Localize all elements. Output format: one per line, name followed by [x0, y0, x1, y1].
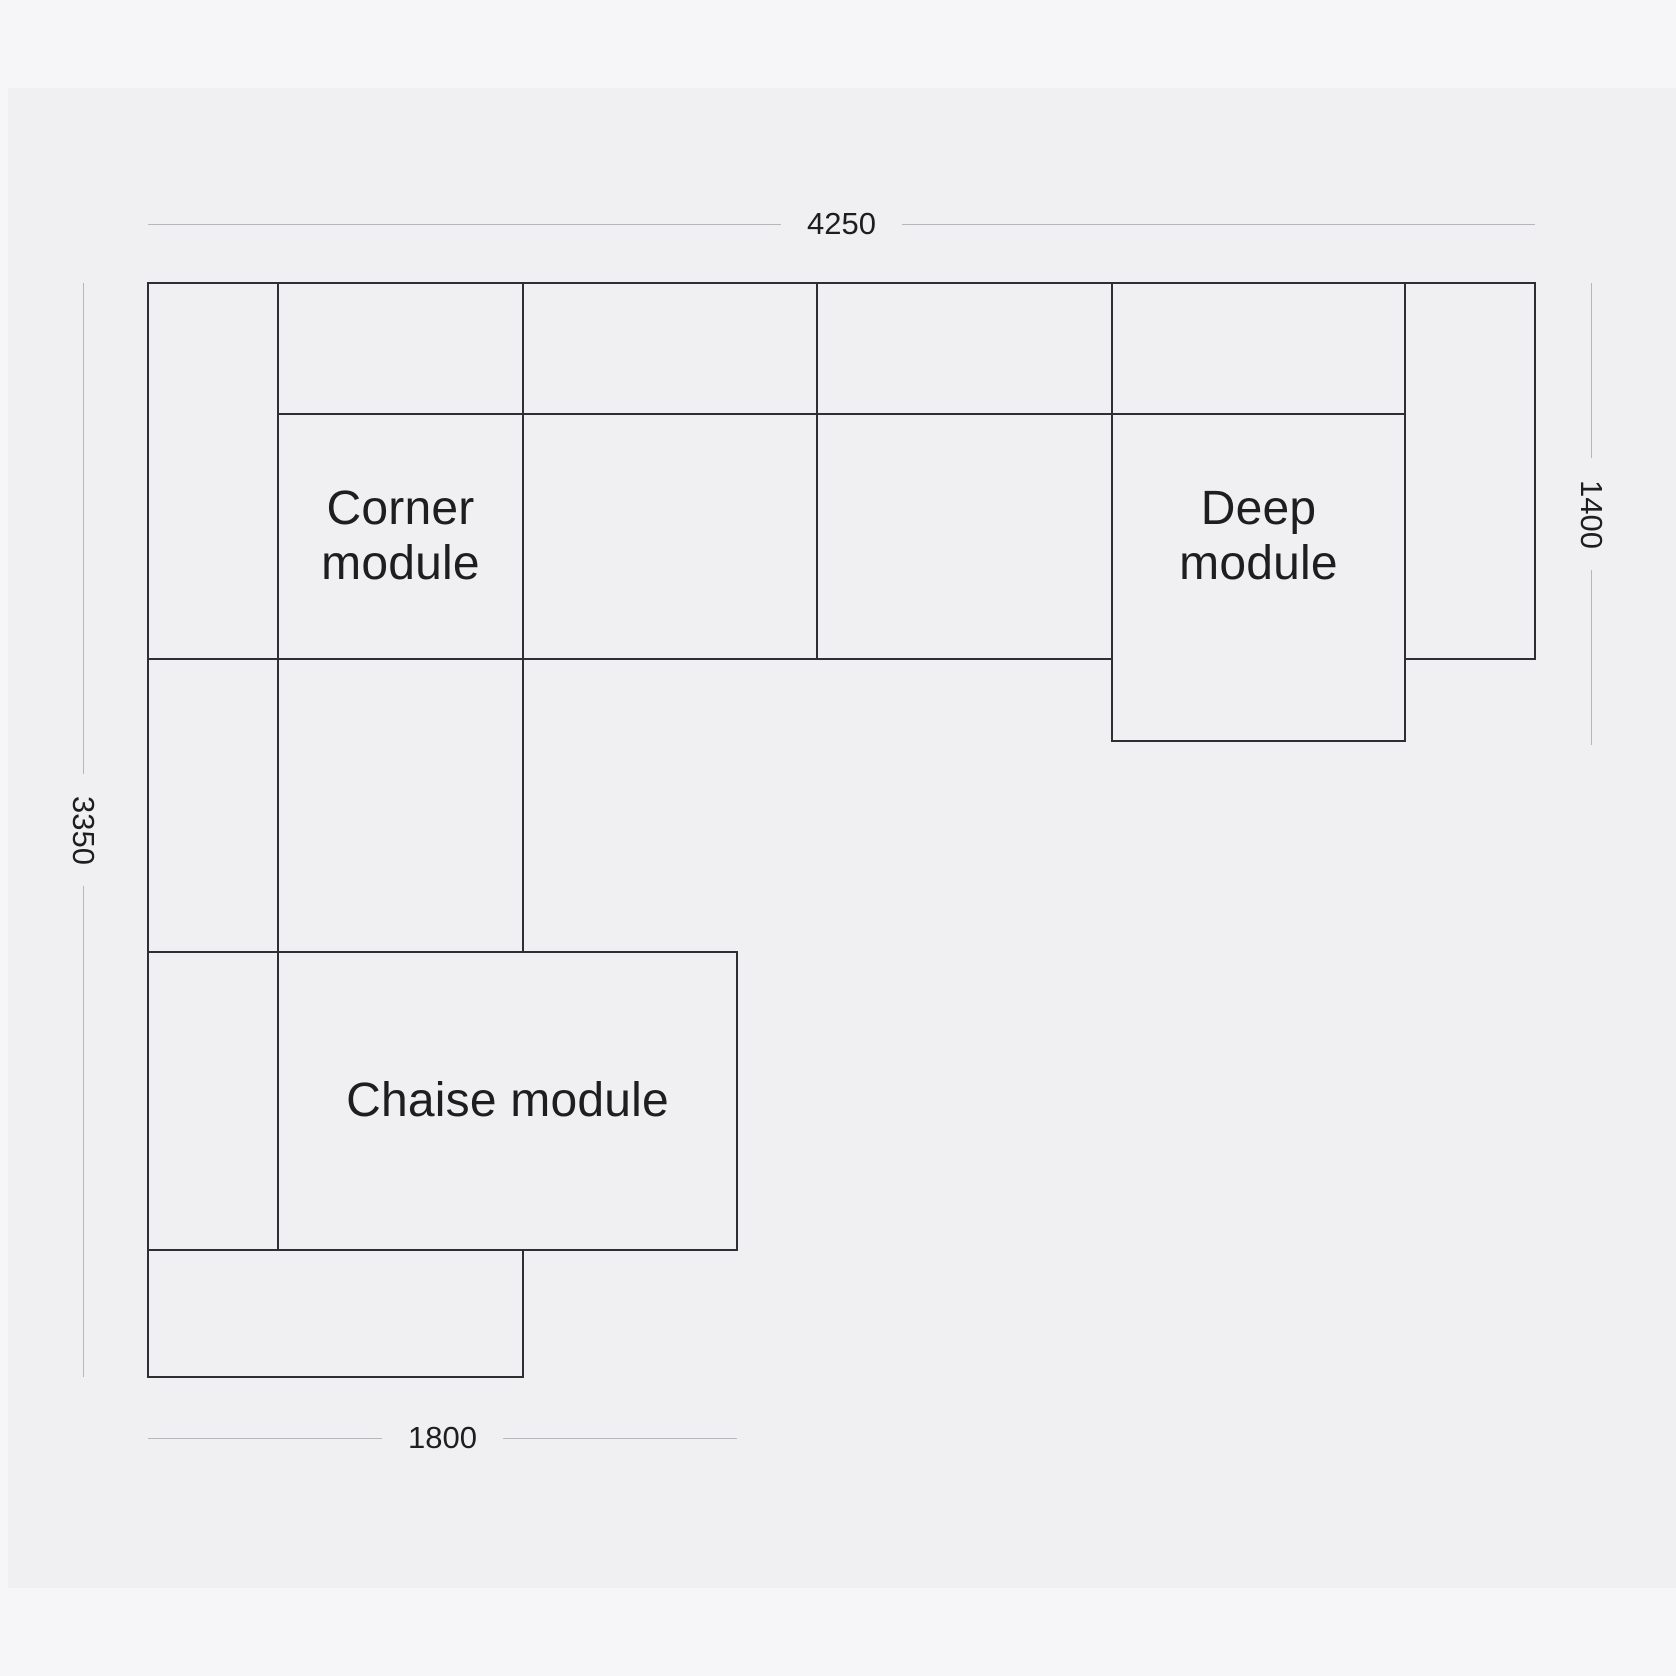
dimension-line-segment: [148, 223, 782, 225]
top-dimension: 4250: [148, 206, 1535, 242]
dimension-line-segment: [1590, 570, 1592, 745]
right-dimension-value: 1400: [1574, 479, 1609, 549]
right-dimension: 1400: [1573, 283, 1609, 745]
left-dimension: 3350: [65, 283, 101, 1377]
dimension-line-segment: [82, 886, 84, 1377]
deep-module-label: Deep module: [1112, 414, 1405, 659]
corner-module-label: Corner module: [278, 414, 523, 659]
dimension-line-segment: [148, 1437, 383, 1439]
dimension-line-segment: [1590, 283, 1592, 458]
deep-module-label-text: Deep module: [1179, 482, 1338, 590]
chaise-module-label: Chaise module: [278, 952, 737, 1250]
dimension-line-segment: [502, 1437, 737, 1439]
bottom-dimension-value: 1800: [408, 1420, 477, 1455]
top-dimension-value: 4250: [807, 206, 876, 241]
floor-plan-canvas: [8, 88, 1676, 1588]
corner-module-label-text: Corner module: [321, 482, 480, 590]
bottom-dimension: 1800: [148, 1420, 737, 1456]
dimension-line-segment: [82, 283, 84, 774]
dimension-line-segment: [901, 223, 1535, 225]
chaise-module-label-text: Chaise module: [346, 1073, 669, 1127]
left-dimension-value: 3350: [66, 795, 101, 865]
